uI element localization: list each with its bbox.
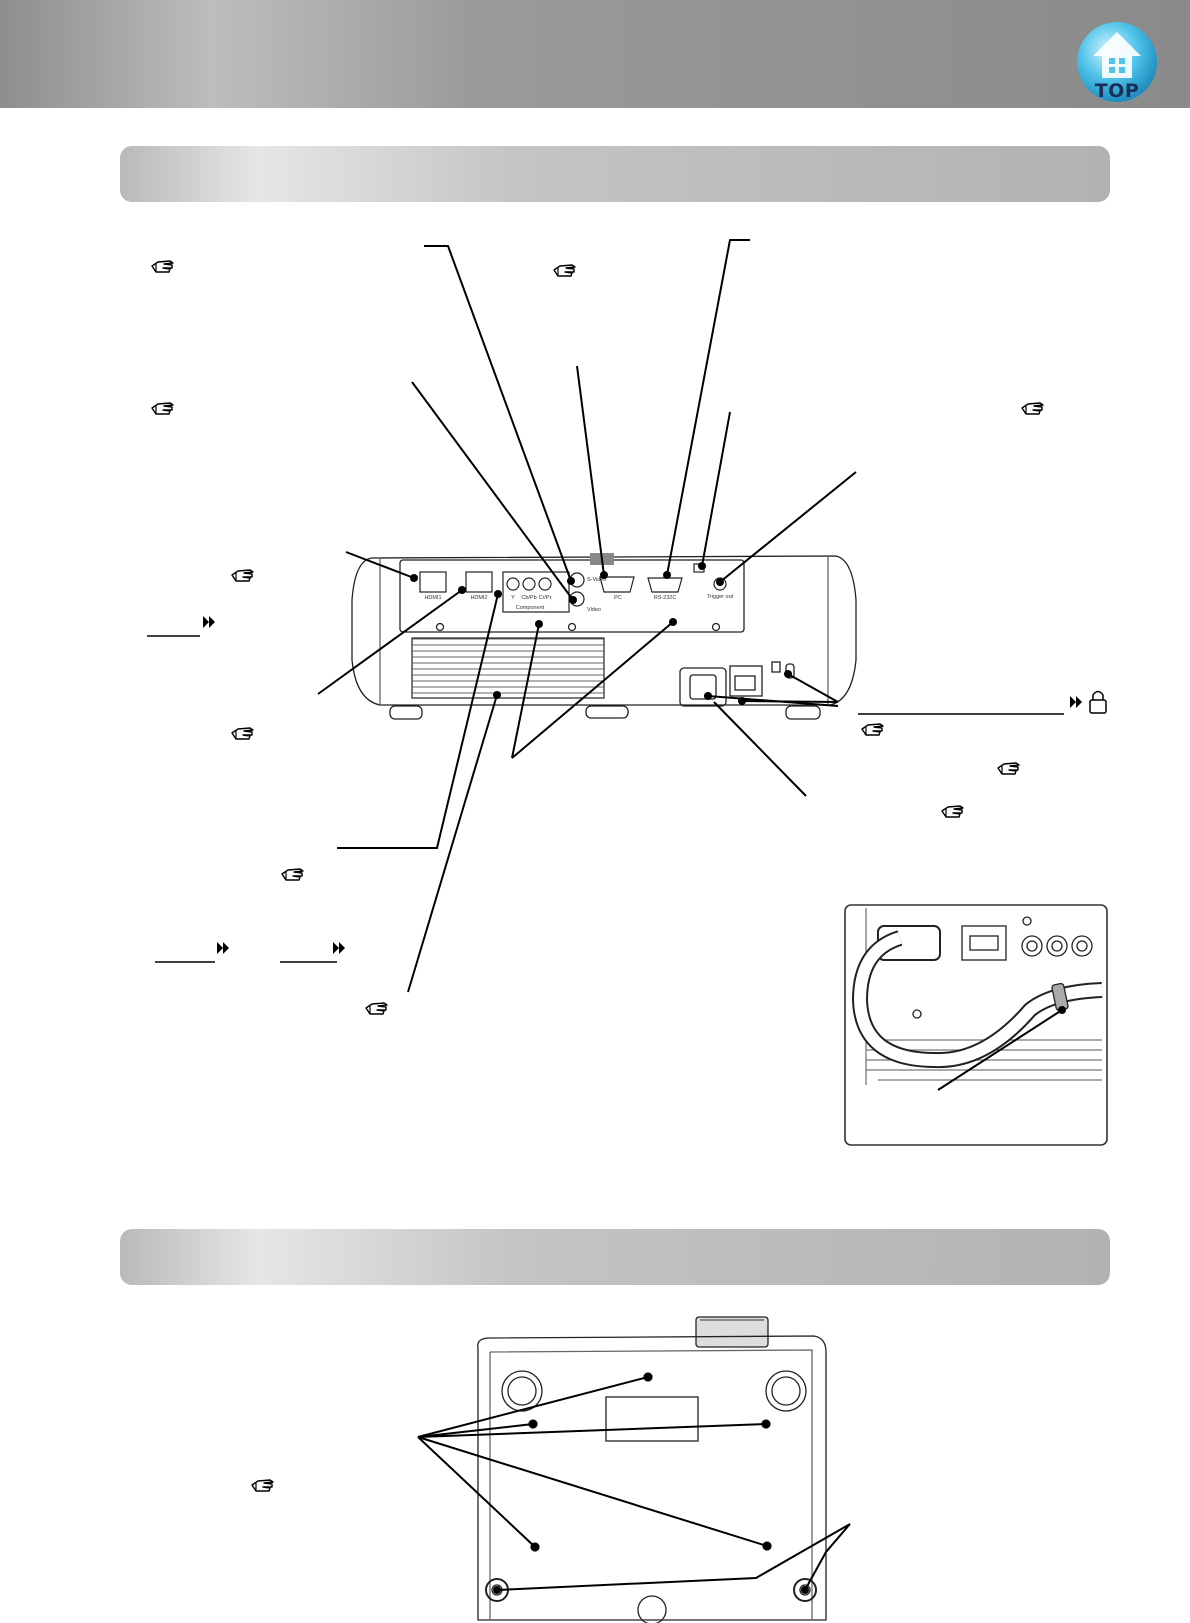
reference-hand-icon[interactable] [1021,402,1044,415]
pc-port[interactable] [599,576,635,593]
top-label: TOP [1094,80,1140,102]
projector-base-view [477,1316,827,1623]
double-arrow-icons [203,616,1082,954]
component-y-jack[interactable] [506,577,520,591]
pc-port-label: PC [614,595,622,601]
s-video-port-label: S-Video [587,577,606,583]
top-button[interactable]: TOP [1075,20,1159,106]
reference-hand-icon[interactable] [251,1479,274,1492]
reference-hand-icon[interactable] [941,805,964,818]
reference-hand-icon[interactable] [231,569,254,582]
reference-hand-icon[interactable] [553,264,576,277]
section-bar-rear [120,146,1110,202]
reference-hand-icon[interactable] [151,402,174,415]
rear-callout-lines [317,239,857,993]
reference-hand-icons [151,260,1044,1492]
rs232c-port[interactable] [647,577,683,593]
trigger-out-port-label: Trigger out [707,594,734,600]
lock-icon [1089,690,1107,714]
hdmi1-port-label: HDMI1 [424,595,441,601]
header-band [0,0,1190,108]
y-port-label: Y [511,595,515,601]
reference-hand-icon[interactable] [281,868,304,881]
link-underlines [147,635,1064,963]
reference-hand-icon[interactable] [365,1002,388,1015]
hdmi1-port[interactable] [419,571,447,593]
inset-callout [937,1006,1066,1091]
component-group-label: Component [516,605,545,611]
crpr-port-label: Cr/Pr [539,595,552,601]
reference-hand-icon[interactable] [997,762,1020,775]
reference-hand-icon[interactable] [151,260,174,273]
projector-rear-view [351,553,857,720]
hdmi2-port-label: HDMI2 [470,595,487,601]
connector-panel [419,563,727,613]
rs232c-port-label: RS-232C [654,595,677,601]
base-callout-lines [417,1376,851,1591]
reference-hand-icon[interactable] [861,723,884,736]
cable-holder-inset [844,904,1108,1146]
component-cb-jack[interactable] [522,577,536,591]
hdmi2-port[interactable] [465,571,493,593]
base-callout-dots [493,1373,809,1594]
home-icon [1077,22,1157,102]
video-port-label: Video [587,607,601,613]
reference-hand-icon[interactable] [231,727,254,740]
section-bar-base [120,1229,1110,1285]
cbpb-port-label: Cb/Pb [521,595,536,601]
rear-callout-dots [410,562,792,705]
component-cr-jack[interactable] [538,577,552,591]
